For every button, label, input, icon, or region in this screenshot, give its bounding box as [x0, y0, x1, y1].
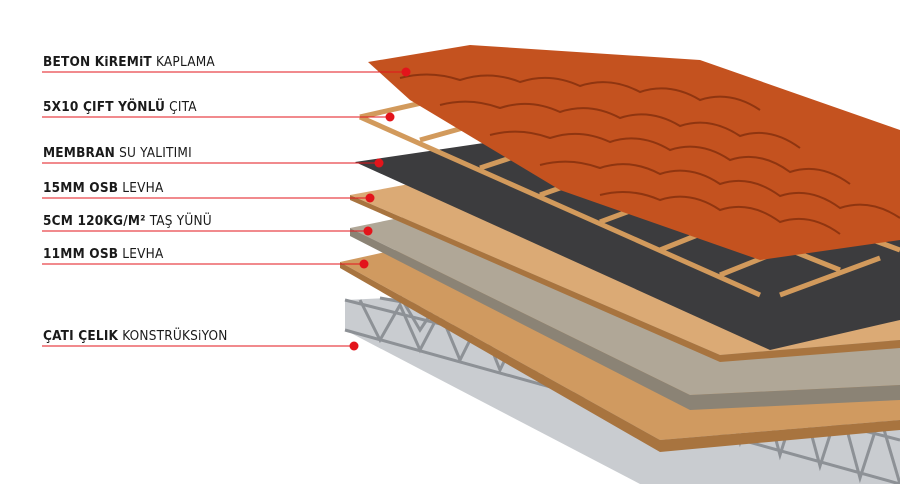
label-membrane: MEMBRAN SU YALITIMI	[43, 145, 192, 161]
label-regular: LEVHA	[122, 246, 164, 262]
label-osb-15mm: 15MM OSB LEVHA	[43, 180, 163, 196]
callout-lines	[42, 71, 406, 347]
label-regular: TAŞ YÜNÜ	[149, 213, 212, 229]
label-stone-wool: 5CM 120KG/M² TAŞ YÜNÜ	[43, 213, 212, 229]
label-bold: ÇATI ÇELIK	[43, 328, 119, 344]
label-roof-tile: BETON KiREMiT KAPLAMA	[43, 54, 215, 70]
label-regular: LEVHA	[122, 180, 164, 196]
label-bold: BETON KiREMiT	[43, 54, 152, 70]
label-steel-construction: ÇATI ÇELIK KONSTRÜKSiYON	[43, 328, 228, 344]
label-bold: 5CM 120KG/M²	[43, 213, 146, 229]
label-bold: 5X10 ÇIFT YÖNLÜ	[43, 99, 166, 115]
label-batten: 5X10 ÇIFT YÖNLÜ ÇITA	[43, 99, 197, 115]
label-regular: KONSTRÜKSiYON	[122, 328, 228, 344]
label-bold: MEMBRAN	[43, 145, 116, 161]
label-osb-11mm: 11MM OSB LEVHA	[43, 246, 163, 262]
label-regular: SU YALITIMI	[119, 145, 192, 161]
label-bold: 11MM OSB	[43, 246, 119, 262]
label-regular: ÇITA	[169, 99, 197, 115]
roof-tile-layer	[368, 45, 900, 260]
callout-dots	[349, 67, 411, 351]
label-regular: KAPLAMA	[155, 54, 215, 70]
label-bold: 15MM OSB	[43, 180, 119, 196]
